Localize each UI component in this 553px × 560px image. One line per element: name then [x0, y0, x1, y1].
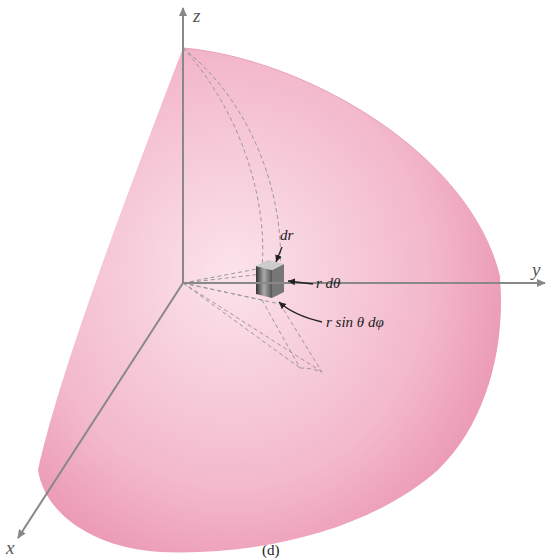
panel-label: (d)	[262, 543, 280, 558]
axis-label: y	[532, 260, 540, 279]
axis-label: x	[6, 538, 14, 557]
axis-label: z	[193, 6, 200, 25]
dimension-label: r sin θ dφ	[326, 315, 384, 330]
dimension-label: r dθ	[316, 276, 340, 291]
dimension-label: dr	[280, 228, 293, 243]
